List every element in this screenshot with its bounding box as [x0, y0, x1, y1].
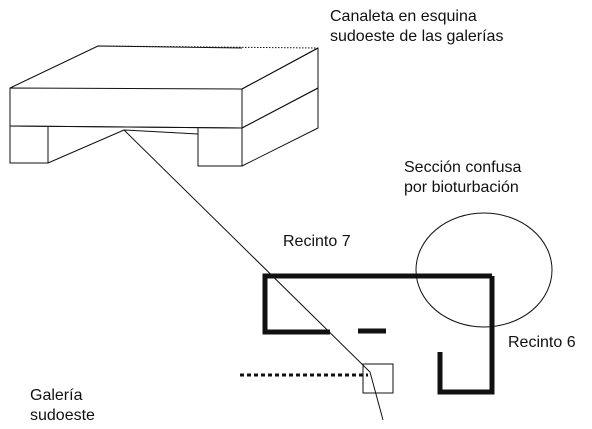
- canaleta-underside: [47, 129, 199, 164]
- canaleta-top-back-edge: [97, 45, 319, 49]
- galeria-label-line2: sudoeste: [30, 407, 95, 424]
- canaleta-right-leg: [197, 128, 243, 167]
- seccion-label-line1: Sección confusa: [404, 159, 522, 176]
- recinto-7-label-text: Recinto 7: [283, 233, 351, 250]
- recinto-7-label: Recinto 7: [283, 232, 351, 252]
- recinto-6-label-text: Recinto 6: [508, 334, 576, 351]
- recinto-7-main-wall: [262, 273, 492, 335]
- recinto-7-walls: [262, 273, 492, 335]
- canaleta-left-leg: [9, 126, 49, 164]
- seccion-label: Sección confusa por bioturbación: [404, 158, 521, 198]
- canaleta-label-line1: Canaleta en esquina: [330, 8, 477, 25]
- canaleta-block: [9, 45, 319, 167]
- galeria-label: Galería sudoeste: [30, 386, 95, 426]
- pointer-line: [123, 129, 384, 421]
- bioturbation-ellipse: [415, 212, 553, 328]
- canaleta-right-leg-side: [241, 88, 319, 167]
- canaleta-label-line2: sudoeste de las galerías: [330, 28, 504, 45]
- canaleta-side-face: [241, 47, 319, 129]
- recinto-6-walls: [437, 276, 495, 395]
- galeria-label-line1: Galería: [30, 387, 83, 404]
- canaleta-top-face: [9, 45, 243, 89]
- canaleta-front-face: [9, 87, 243, 129]
- canaleta-label: Canaleta en esquina sudoeste de las gale…: [330, 7, 503, 47]
- recinto-6-label: Recinto 6: [508, 333, 576, 353]
- seccion-label-line2: por bioturbación: [404, 179, 519, 196]
- canaleta-location-marker: [362, 363, 394, 394]
- canaleta-seam: [9, 87, 319, 129]
